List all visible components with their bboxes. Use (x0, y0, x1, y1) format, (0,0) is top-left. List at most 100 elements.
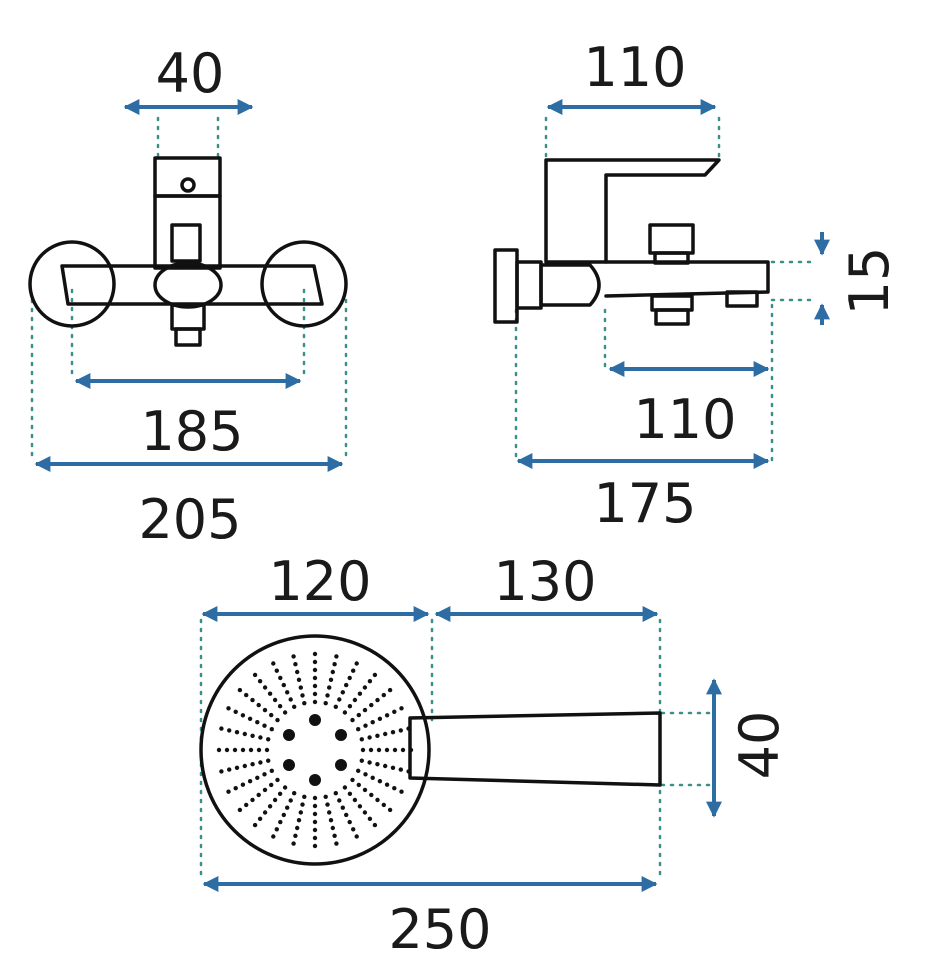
nozzle-ray-dot (250, 733, 255, 738)
nozzle-ray-dot (356, 712, 361, 718)
shower-dim-120: 120 (268, 550, 371, 613)
nozzle-ray-dot (282, 785, 288, 790)
nozzle-ray-dot (240, 747, 246, 753)
nozzle-ray-dot (312, 811, 318, 817)
shower-head-view: 120 130 40 250 (199, 550, 791, 961)
nozzle-ray-dot (347, 791, 353, 796)
nozzle-ray-dot (370, 720, 375, 725)
front-view: 40 185 205 (28, 42, 348, 551)
nozzle-ray-dot (272, 697, 278, 703)
nozzle-ray-dot (250, 762, 255, 767)
nozzle-ray-dot (312, 651, 318, 657)
nozzle-dot (309, 714, 321, 726)
nozzle-ray-dot (337, 798, 342, 803)
nozzle-ray-dot (323, 701, 328, 706)
nozzle-ray-dot (269, 782, 274, 788)
nozzle-ray-dot (296, 677, 302, 682)
nozzle-ray-dot (400, 747, 406, 753)
nozzle-ray-dot (242, 731, 247, 737)
nozzle-ray-dot (266, 758, 271, 763)
nozzle-ray-dot (285, 690, 290, 695)
nozzle-ray-dot (327, 685, 332, 690)
nozzle-ray-dot (244, 692, 249, 698)
nozzle-ray-dot (250, 797, 255, 803)
nozzle-ray-dot (356, 727, 361, 732)
nozzle-ray-dot (362, 707, 368, 713)
nozzle-ray-dot (256, 702, 261, 708)
nozzle-ray-dot (227, 767, 232, 772)
nozzle-ray-dot (347, 819, 352, 825)
shower-head-outline (199, 634, 662, 866)
nozzle-ray-dot (278, 819, 283, 825)
front-dim-205: 205 (138, 488, 241, 551)
front-view-extension-lines (30, 116, 348, 464)
nozzle-ray-dot (240, 782, 246, 787)
nozzle-ray-dot (226, 789, 231, 794)
nozzle-ray-dot (302, 701, 307, 706)
nozzle-ray-dot (300, 802, 305, 807)
nozzle-ray-dot (344, 812, 349, 818)
nozzle-ray-dot (351, 668, 356, 673)
nozzle-ray-dot (262, 810, 268, 815)
nozzle-ray-dot (367, 679, 373, 684)
nozzle-ray-dot (256, 792, 261, 798)
nozzle-ray-dot (262, 707, 268, 713)
nozzle-ray-dot (312, 795, 318, 801)
nozzle-ray-dot (302, 794, 307, 799)
nozzle-ray-dot (257, 679, 263, 684)
nozzle-ray-dot (376, 747, 382, 753)
nozzle-ray-dot (281, 812, 286, 818)
nozzle-ray-dot (312, 803, 318, 809)
nozzle-ray-dot (406, 769, 411, 774)
nozzle-ray-dot (312, 843, 318, 849)
nozzle-ray-dot (219, 726, 224, 731)
front-dim-40: 40 (156, 42, 225, 105)
nozzle-ray-dot (381, 802, 386, 808)
nozzle-ray-dot (350, 777, 355, 783)
nozzle-ray-dot (340, 690, 345, 695)
nozzle-ray-dot (398, 728, 403, 733)
nozzle-ray-dot (375, 733, 380, 738)
faucet-front-outline (28, 156, 348, 347)
nozzle-ray-dot (275, 717, 280, 723)
nozzle-ray-dot (232, 747, 238, 753)
nozzle-ray-dot (362, 685, 368, 690)
nozzle-ray-dot (399, 706, 404, 711)
nozzle-ray-dot (342, 785, 348, 790)
nozzle-ray-dot (312, 691, 318, 697)
nozzle-ray-dot (300, 693, 305, 698)
nozzle-ray-dot (367, 735, 372, 740)
nozzle-ray-dot (257, 816, 263, 821)
nozzle-ray-dot (384, 713, 390, 718)
nozzle-ray-dot (234, 765, 240, 770)
nozzle-ray-dot (247, 716, 253, 721)
nozzle-dot (309, 774, 321, 786)
nozzle-ray-dot (340, 805, 345, 810)
nozzle-ray-dot (285, 805, 290, 810)
nozzle-ray-dot (288, 697, 293, 702)
nozzle-ray-dot (262, 723, 267, 728)
nozzle-ray-dot (312, 819, 318, 825)
nozzle-ray-dot (363, 772, 368, 777)
nozzle-ray-dot (240, 713, 246, 718)
side-dim-15: 15 (838, 247, 901, 316)
nozzle-ray-dot (383, 731, 388, 737)
nozzle-ray-dot (216, 747, 222, 753)
nozzle-ray-dot (368, 747, 374, 753)
nozzle-ray-dot (277, 791, 283, 796)
nozzle-ray-dot (377, 779, 383, 784)
front-view-dimension-arrows (34, 99, 344, 472)
nozzle-ray-dot (387, 687, 393, 693)
shower-dimension-arrows (201, 606, 722, 892)
nozzle-ray-dot (362, 787, 368, 793)
nozzle-ray-dot (399, 789, 404, 794)
nozzle-ray-dot (359, 737, 364, 742)
nozzle-ray-dot (252, 822, 258, 828)
nozzle-ray-dot (359, 758, 364, 763)
nozzle-ray-dot (354, 834, 359, 839)
side-view-dimension-arrows (516, 99, 830, 469)
nozzle-ray-dot (375, 762, 380, 767)
nozzle-ray-dot (256, 747, 262, 753)
